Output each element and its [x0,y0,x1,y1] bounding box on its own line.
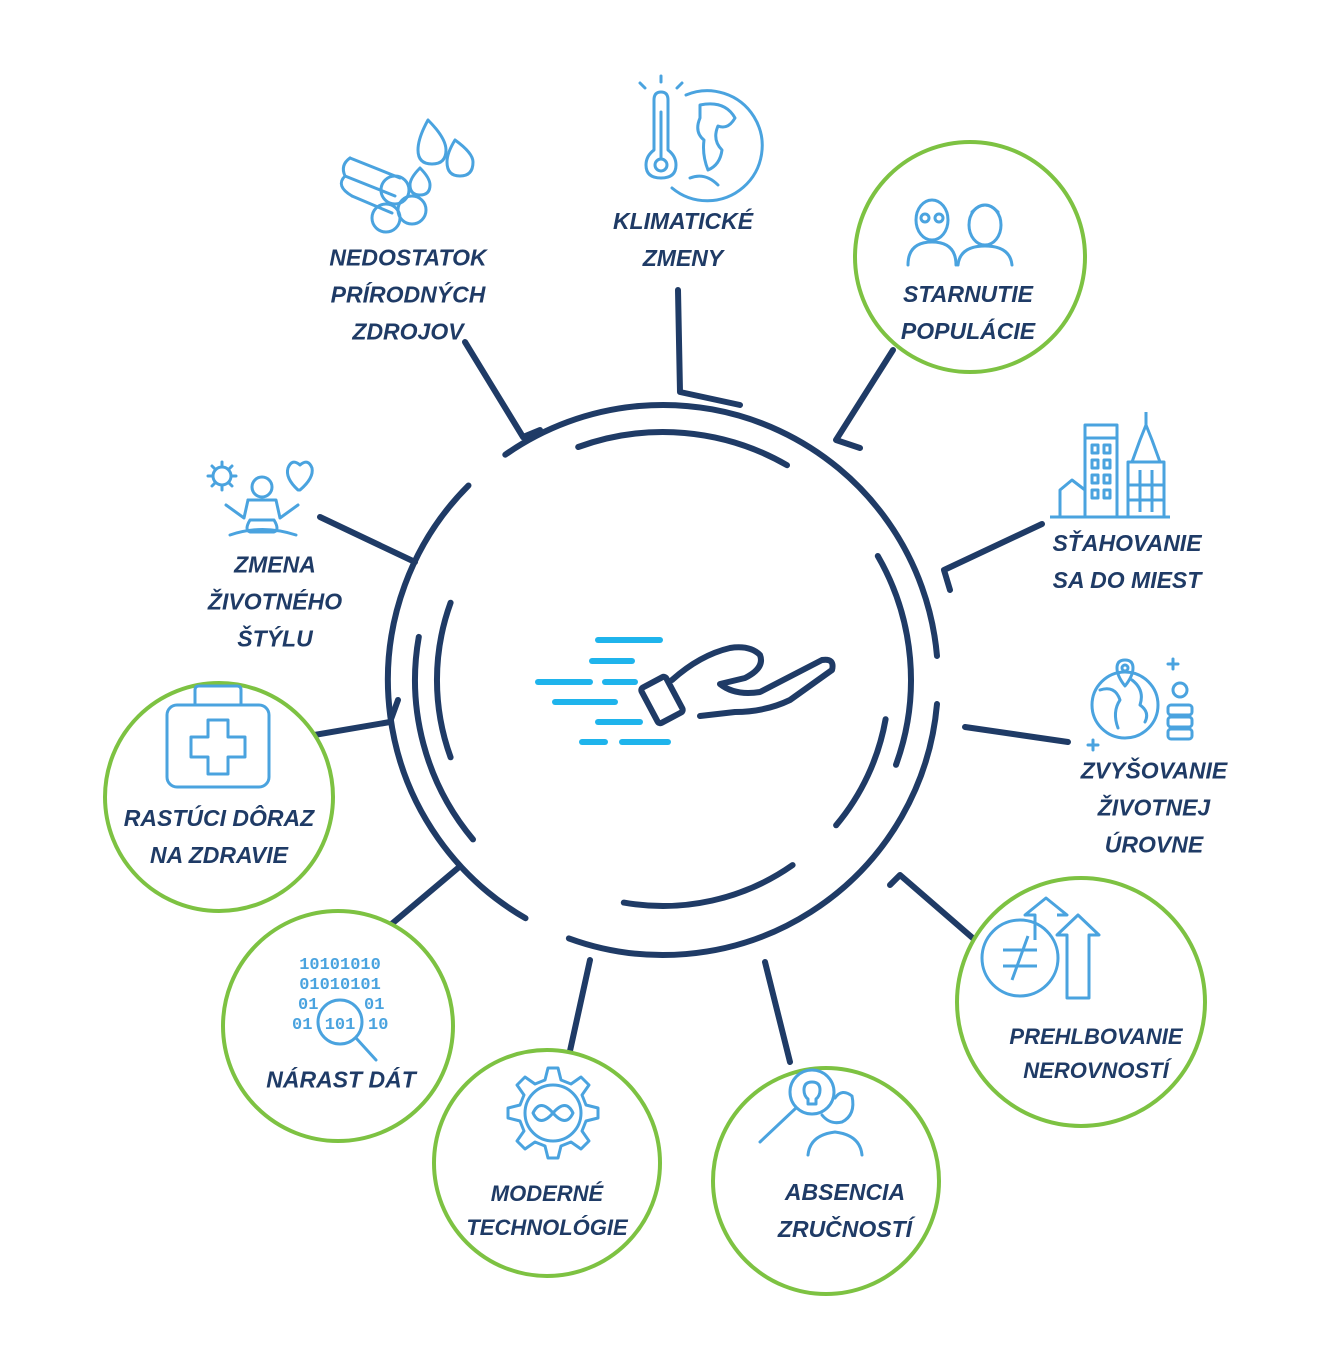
globe-coins-icon [1086,657,1194,752]
highlight-circle-starnutie [853,140,1087,374]
highlight-circle-prehlbovanie [955,876,1207,1128]
highlight-circle-rastuci [103,681,335,913]
ring-arc [434,599,454,761]
label-line: NEDOSTATOK [329,244,487,271]
label-line: POPULÁCIE [900,318,1036,344]
trend-label-moderne-technologie: MODERNÉ TECHNOLÓGIE [466,1177,627,1245]
label-line: ŽIVOTNÉHO [207,588,343,615]
highlight-circles [103,140,1207,1296]
thermometer-globe-icon [638,74,764,203]
spoke-line [462,339,543,440]
trend-label-nedostatok-prirodnych-zdrojov: NEDOSTATOK PRÍRODNÝCH ZDROJOV [329,240,486,351]
hand-speed-icon [535,637,836,745]
svg-text:101: 101 [325,1016,356,1035]
spoke-line [565,957,593,1063]
label-line: ZDROJOV [352,318,464,345]
city-buildings-icon [1050,412,1170,519]
binary-magnifier-icon: 101 [292,956,389,1062]
ring-arc [384,482,529,922]
trend-label-narast-dat: NÁRAST DÁT [266,1062,416,1099]
ring-arc [502,401,940,659]
highlight-circle-moderne [432,1048,662,1278]
spoke-line [833,347,896,451]
highlight-circle-absencia [711,1066,941,1296]
trend-label-zmena-zivotneho-stylu: ZMENA ŽIVOTNÉHO ŠTÝLU [208,547,342,658]
label-line: ŠTÝLU [237,625,313,652]
label-line: MODERNÉ [490,1181,604,1206]
trend-label-zvysovanie-zivotnej-urovne: ZVYŠOVANIE ŽIVOTNEJ ÚROVNE [1081,753,1228,864]
logs-water-drops-icon [339,118,475,234]
elderly-couple-icon [906,198,1014,267]
label-line: NA ZDRAVIE [149,842,288,868]
label-line: ABSENCIA [784,1179,906,1205]
label-line: SA DO MIEST [1052,567,1202,593]
spoke-line [317,514,418,565]
ring-arc [565,701,940,959]
label-line: ÚROVNE [1104,831,1204,858]
label-line: TECHNOLÓGIE [466,1215,628,1240]
label-line: ŽIVOTNEJ [1097,794,1211,821]
label-line: NÁRAST DÁT [266,1066,416,1093]
spoke-line [762,959,793,1065]
label-line: ZMENY [642,245,724,271]
ring-arc [620,862,796,909]
inequality-arrows-icon [980,896,1101,1000]
label-line: PREHLBOVANIE [1009,1024,1183,1049]
trend-label-klimaticke-zmeny: KLIMATICKÉ ZMENY [613,203,753,277]
spoke-line [962,724,1071,745]
first-aid-kit-icon [165,684,271,789]
spokes [282,287,1071,1065]
ring-arc [412,633,476,843]
label-line: KLIMATICKÉ [612,208,754,234]
label-line: STARNUTIE [903,281,1033,307]
label-line: NEROVNOSTÍ [1023,1058,1169,1083]
spoke-line [941,521,1045,593]
trend-label-rastuci-doraz-na-zdravie: RASTÚCI DÔRAZ NA ZDRAVIE [124,800,314,874]
trend-label-stahovanie-sa-do-miest: SŤAHOVANIE SA DO MIEST [1052,525,1201,599]
spoke-line [282,697,401,743]
ring-arc [874,553,914,768]
trend-label-absencia-zrucnosti: ABSENCIA ZRUČNOSTÍ [778,1174,912,1248]
label-line: ZRUČNOSTÍ [777,1216,913,1242]
label-line: SŤAHOVANIE [1052,530,1202,556]
label-line: ZMENA [234,551,316,578]
trend-label-starnutie-populacie: STARNUTIE POPULÁCIE [901,276,1035,350]
trend-label-prehlbovanie-nerovnosti: PREHLBOVANIE NEROVNOSTÍ [1009,1020,1182,1088]
spoke-line [675,287,743,408]
meditation-heart-icon [206,460,314,537]
ring-arc [833,716,889,829]
ring-arc [575,429,790,469]
gear-infinity-icon [506,1066,600,1160]
highlight-circle-narast [221,909,455,1143]
label-line: RASTÚCI DÔRAZ [123,805,315,831]
label-line: ZVYŠOVANIE [1080,757,1228,784]
spoke-line [887,872,978,943]
person-magnifier-icon [758,1068,864,1157]
label-line: PRÍRODNÝCH [330,281,486,308]
